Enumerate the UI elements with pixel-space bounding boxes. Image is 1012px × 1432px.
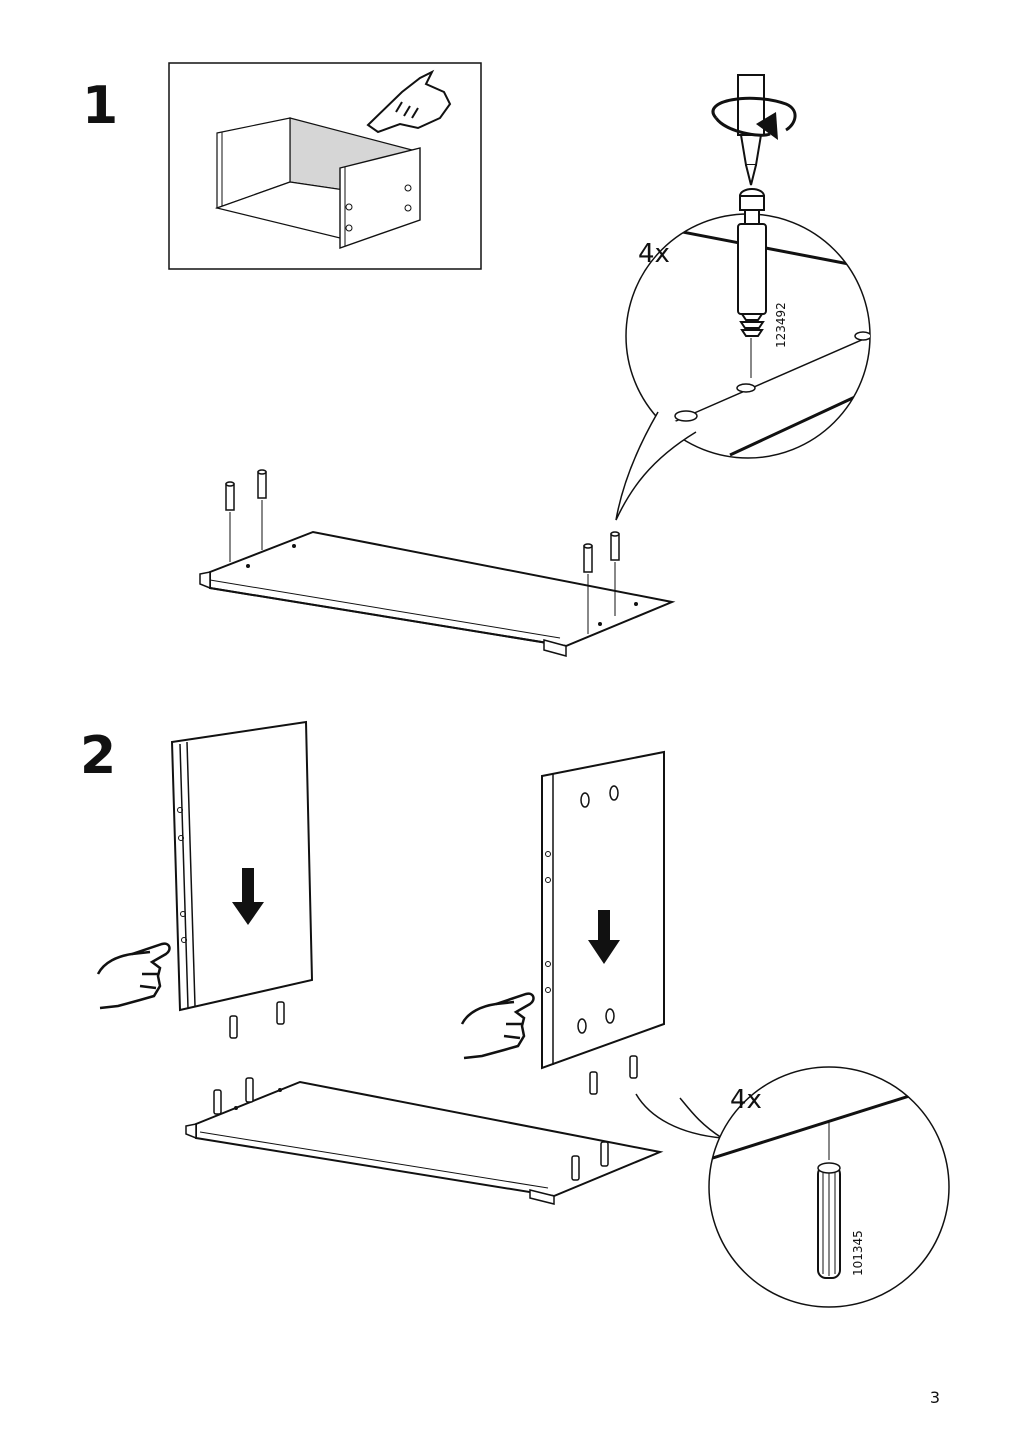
quantity-label-step2: 4x bbox=[730, 1085, 762, 1115]
bottom-panel-step2 bbox=[185, 1080, 664, 1205]
side-panel-right bbox=[541, 750, 665, 1070]
down-arrow-icon bbox=[588, 910, 620, 964]
quantity-label-step1: 4x bbox=[638, 239, 670, 269]
part-number-step2: 101345 bbox=[851, 1230, 865, 1276]
dowel-screw-group-right bbox=[583, 531, 620, 634]
step-1-number: 1 bbox=[82, 76, 119, 136]
dowel-screw-group-left bbox=[225, 469, 267, 562]
dowel-group-bottom-left bbox=[213, 1077, 254, 1115]
hand-icon bbox=[366, 69, 452, 134]
part-number-step1: 123492 bbox=[774, 302, 788, 348]
dowel-group-bottom-right bbox=[571, 1141, 609, 1181]
page-number: 3 bbox=[929, 1388, 940, 1407]
screwdriver-icon bbox=[737, 74, 765, 186]
bottom-panel-step1 bbox=[199, 530, 676, 657]
down-arrow-icon bbox=[232, 868, 264, 925]
step-2-number: 2 bbox=[80, 726, 117, 786]
callout-pointer-step1 bbox=[615, 411, 697, 521]
hand-icon bbox=[460, 992, 535, 1060]
detail-circle-wooden-dowel: 4x 101345 bbox=[708, 1066, 950, 1308]
rotation-arrow-icon bbox=[711, 96, 797, 140]
hand-icon bbox=[96, 942, 171, 1010]
detail-circle-dowel-screw: 4x 123492 bbox=[625, 188, 871, 459]
side-panel-left bbox=[170, 720, 314, 1012]
drawer-reference-inset bbox=[168, 62, 482, 270]
callout-pointer-step2 bbox=[635, 1093, 723, 1139]
dowel-pair-left bbox=[229, 1001, 285, 1039]
dowel-pair-right bbox=[589, 1055, 638, 1095]
